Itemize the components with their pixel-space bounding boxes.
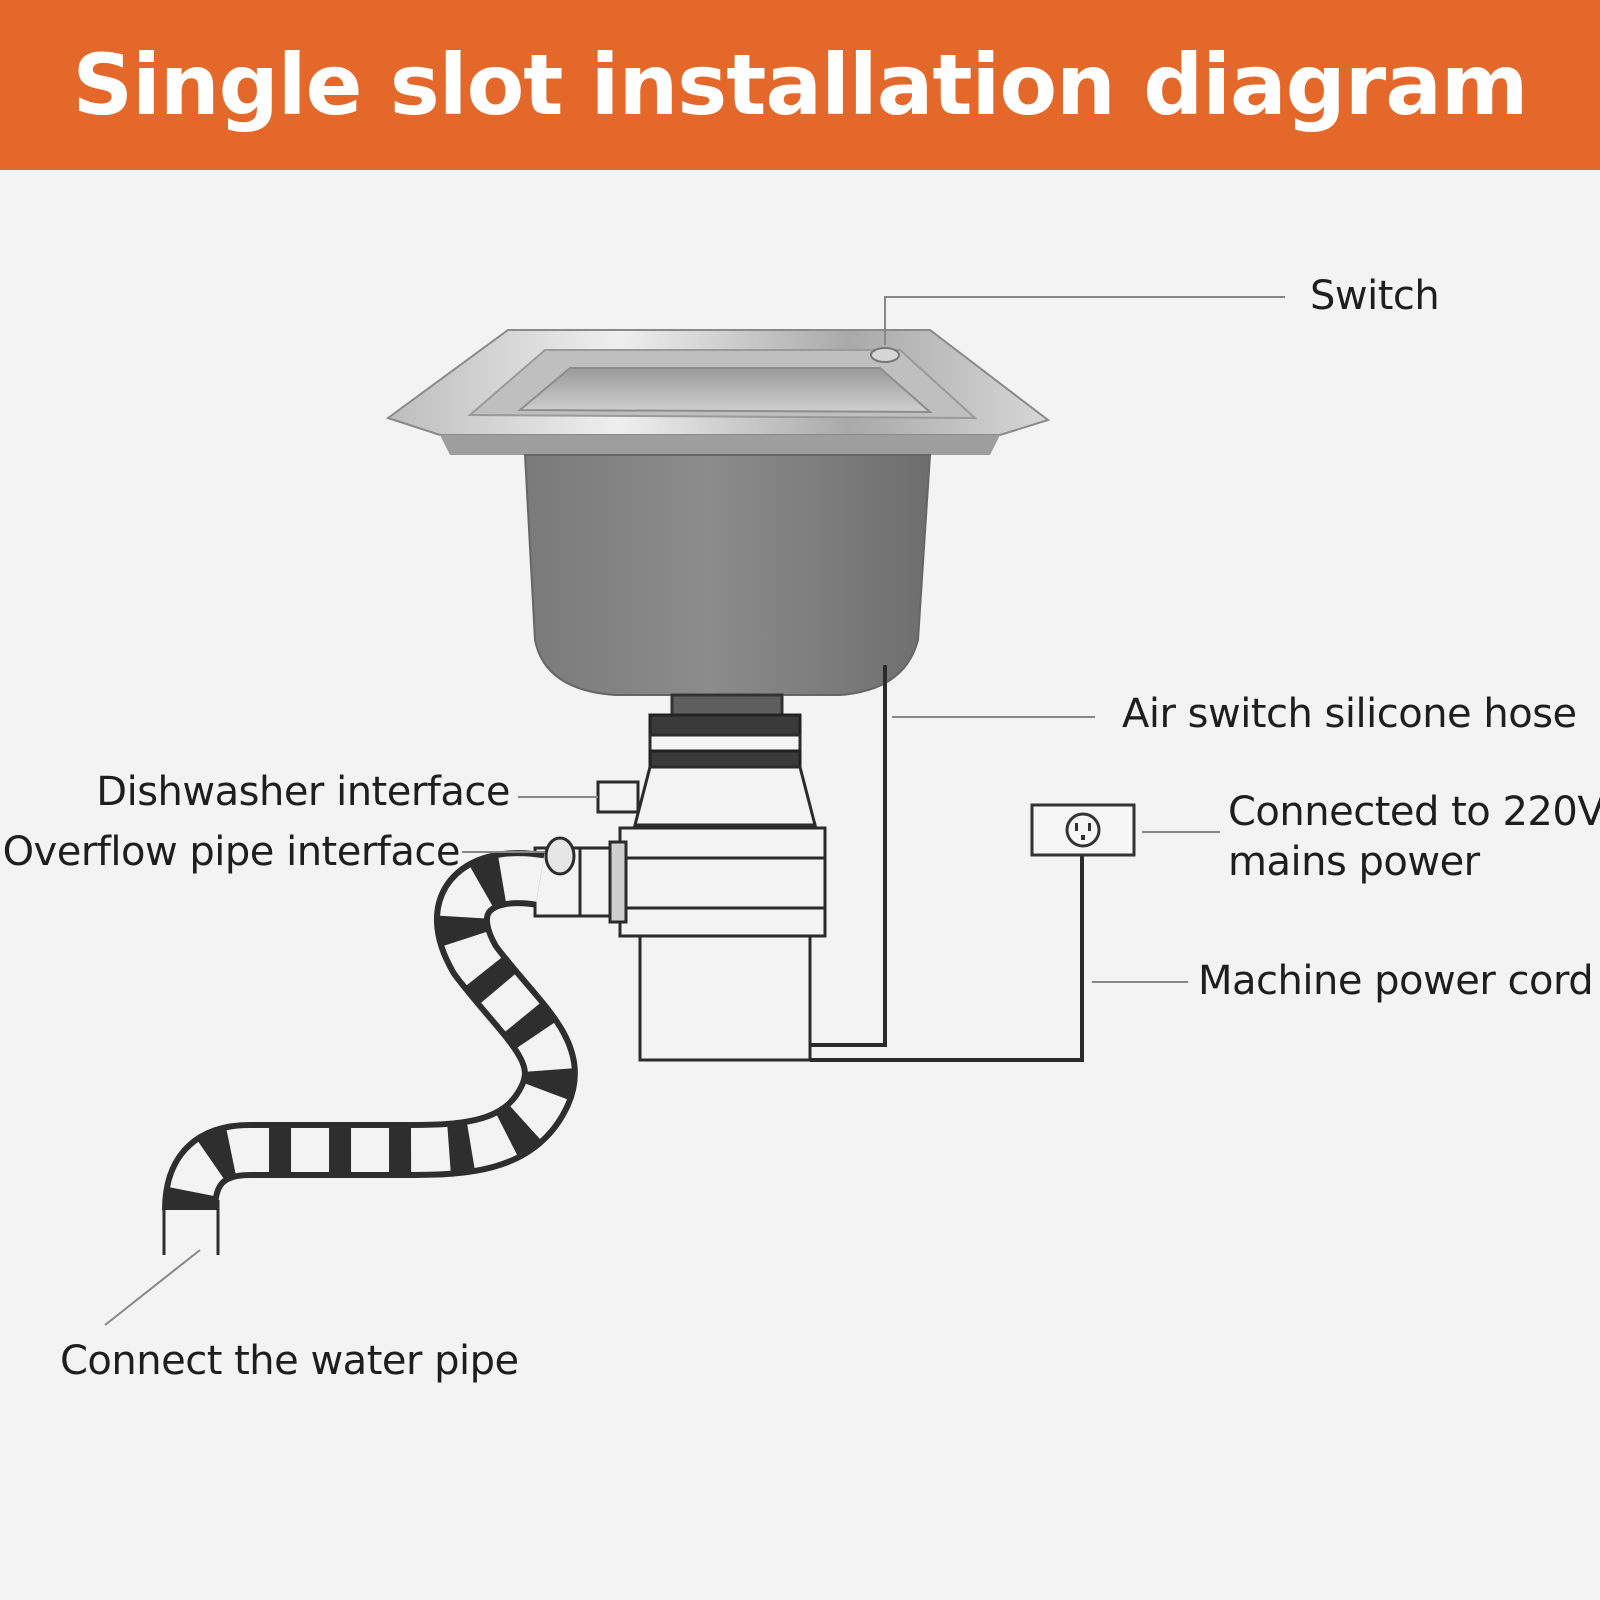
page-title: Single slot installation diagram	[72, 36, 1529, 134]
air-switch-hose-line	[810, 665, 887, 1047]
sink-icon	[385, 329, 1051, 696]
drain-hose-icon	[162, 850, 578, 1255]
leader-lines	[104, 296, 1285, 1326]
switch-leader	[884, 296, 1285, 345]
label-water-pipe: Connect the water pipe	[60, 1338, 519, 1384]
label-air-switch-hose: Air switch silicone hose	[1122, 691, 1577, 737]
title-banner: Single slot installation diagram	[0, 0, 1600, 170]
label-switch: Switch	[1310, 273, 1440, 319]
label-dishwasher-interface: Dishwasher interface	[96, 769, 510, 815]
garbage-disposer-icon	[533, 693, 827, 1062]
label-power-line2: mains power	[1228, 839, 1480, 885]
water-pipe-leader	[104, 1249, 201, 1326]
machine-power-cord-line	[810, 850, 1084, 1062]
power-outlet-icon	[1030, 803, 1136, 857]
label-overflow-pipe-interface: Overflow pipe interface	[2, 829, 461, 875]
label-power-line1: Connected to 220V	[1228, 789, 1600, 835]
label-machine-power-cord: Machine power cord	[1198, 958, 1594, 1004]
